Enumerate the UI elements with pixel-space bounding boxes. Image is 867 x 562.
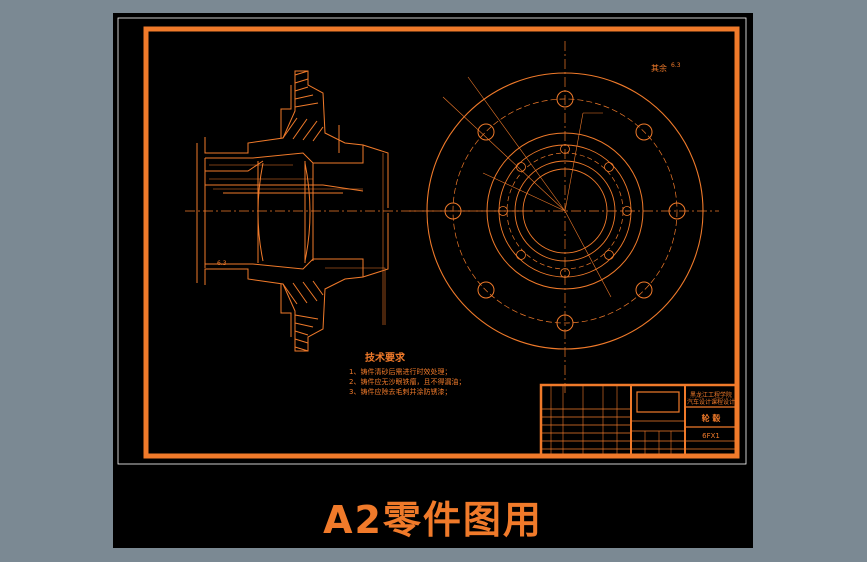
notes-item-2: 2、铸件应无沙眼铁瘤，且不得漏油； xyxy=(349,377,465,386)
section-view xyxy=(185,70,533,352)
notes-item-1: 1、铸件清砂后需进行时效处理； xyxy=(349,367,451,376)
notes-item-3: 3、铸件应除去毛刺并涂防锈漆； xyxy=(349,387,451,396)
title-block xyxy=(539,383,739,458)
part-drawing: 6.3 xyxy=(117,17,747,465)
notes-title: 技术要求 xyxy=(365,351,406,364)
surface-finish-note: 其余 xyxy=(651,63,667,73)
title-block-part-name: 轮 毂 xyxy=(702,413,721,423)
sheet-outer-frame xyxy=(117,17,747,465)
title-block-course: 汽车设计课程设计 xyxy=(687,398,735,406)
cad-viewport[interactable]: 6.3 xyxy=(113,13,753,548)
roughness-mark-right: 6.3 xyxy=(671,62,681,69)
title-block-text: 黑龙江工程学院 汽车设计课程设计 轮 毂 6FX1 xyxy=(687,391,735,440)
title-block-drawing-no: 6FX1 xyxy=(702,432,720,440)
technical-notes: 技术要求 1、铸件清砂后需进行时效处理； 2、铸件应无沙眼铁瘤，且不得漏油； 3… xyxy=(349,351,465,396)
title-block-school: 黑龙江工程学院 xyxy=(690,391,732,399)
caption-bar: A2零件图用 xyxy=(113,485,753,548)
drawing-caption: A2零件图用 xyxy=(323,498,543,542)
front-view xyxy=(409,41,719,395)
roughness-mark-left: 6.3 xyxy=(217,260,227,267)
sheet-border xyxy=(143,26,740,459)
